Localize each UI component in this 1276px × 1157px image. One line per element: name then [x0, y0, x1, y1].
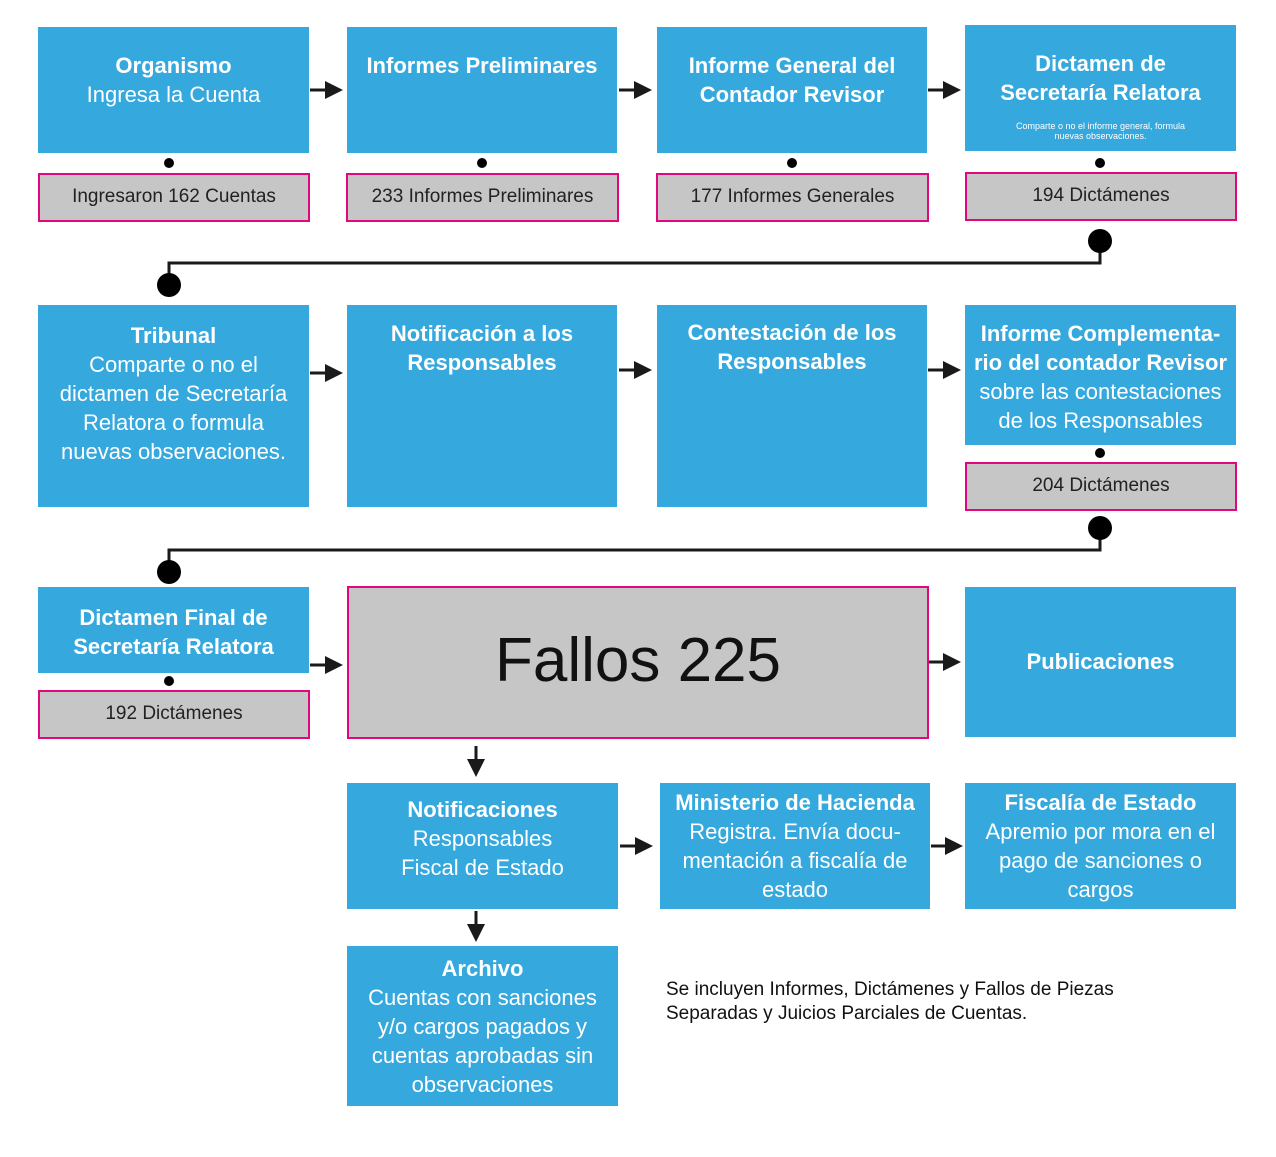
- box-informe-complementario: Informe Complementa-rio del contador Rev…: [965, 305, 1236, 445]
- box-title: Notificaciones: [407, 797, 558, 822]
- count-dictamenes-final: 192 Dictámenes: [38, 690, 310, 739]
- dot-icon: [787, 158, 797, 168]
- box-subtitle: Comparte o no el dictamen de Secretaría …: [59, 352, 288, 464]
- box-title: Informes Preliminares: [366, 53, 598, 78]
- box-fallos: Fallos 225: [347, 586, 929, 739]
- box-title: Ministerio de Hacienda: [675, 790, 915, 815]
- box-title: Publicaciones: [1026, 649, 1175, 674]
- box-title: Informe General del Contador Revisor: [688, 53, 896, 107]
- box-subtitle: Ingresa la Cuenta: [86, 82, 261, 107]
- dot-icon: [1088, 229, 1112, 253]
- dot-icon: [477, 158, 487, 168]
- box-title: Organismo: [115, 53, 232, 78]
- box-title: Notificación a los Responsables: [390, 321, 574, 375]
- count-generales: 177 Informes Generales: [656, 173, 929, 222]
- box-informe-general: Informe General del Contador Revisor: [657, 27, 927, 153]
- box-subtitle: Cuentas con sanciones y/o cargos pagados…: [368, 985, 597, 1097]
- box-title: Tribunal: [130, 323, 217, 348]
- box-title: Informe Complementa-rio del contador Rev…: [973, 321, 1228, 375]
- box-contestacion: Contestación de los Responsables: [657, 305, 927, 507]
- box-dictamen-final: Dictamen Final de Secretaría Relatora: [38, 587, 309, 673]
- box-title: Archivo: [441, 956, 524, 981]
- dot-icon: [164, 158, 174, 168]
- box-publicaciones: Publicaciones: [965, 587, 1236, 737]
- box-notificacion: Notificación a los Responsables: [347, 305, 617, 507]
- box-informes-preliminares: Informes Preliminares: [347, 27, 617, 153]
- box-title: Fiscalía de Estado: [1004, 790, 1197, 815]
- box-title: Contestación de los Responsables: [687, 320, 897, 374]
- box-note: Comparte o no el informe general, formul…: [1015, 121, 1186, 141]
- box-subtitle: Responsables Fiscal de Estado: [401, 826, 564, 880]
- dot-icon: [1095, 448, 1105, 458]
- box-subtitle: Apremio por mora en el pago de sanciones…: [985, 819, 1216, 902]
- dot-icon: [157, 273, 181, 297]
- box-subtitle: sobre las contestaciones de los Responsa…: [979, 379, 1222, 433]
- connector-line: [167, 241, 1102, 285]
- box-subtitle: Registra. Envía docu-mentación a fiscalí…: [682, 819, 908, 902]
- count-dictamenes-2: 204 Dictámenes: [965, 462, 1237, 511]
- count-preliminares: 233 Informes Preliminares: [346, 173, 619, 222]
- connector-line: [167, 528, 1102, 572]
- box-title: Dictamen de Secretaría Relatora: [1000, 51, 1201, 105]
- count-cuentas: Ingresaron 162 Cuentas: [38, 173, 310, 222]
- dot-icon: [1088, 516, 1112, 540]
- dot-icon: [157, 560, 181, 584]
- dot-icon: [164, 676, 174, 686]
- dot-icon: [1095, 158, 1105, 168]
- box-title: Dictamen Final de Secretaría Relatora: [73, 605, 274, 659]
- footnote: Se incluyen Informes, Dictámenes y Fallo…: [666, 979, 1114, 1024]
- count-dictamenes-1: 194 Dictámenes: [965, 172, 1237, 221]
